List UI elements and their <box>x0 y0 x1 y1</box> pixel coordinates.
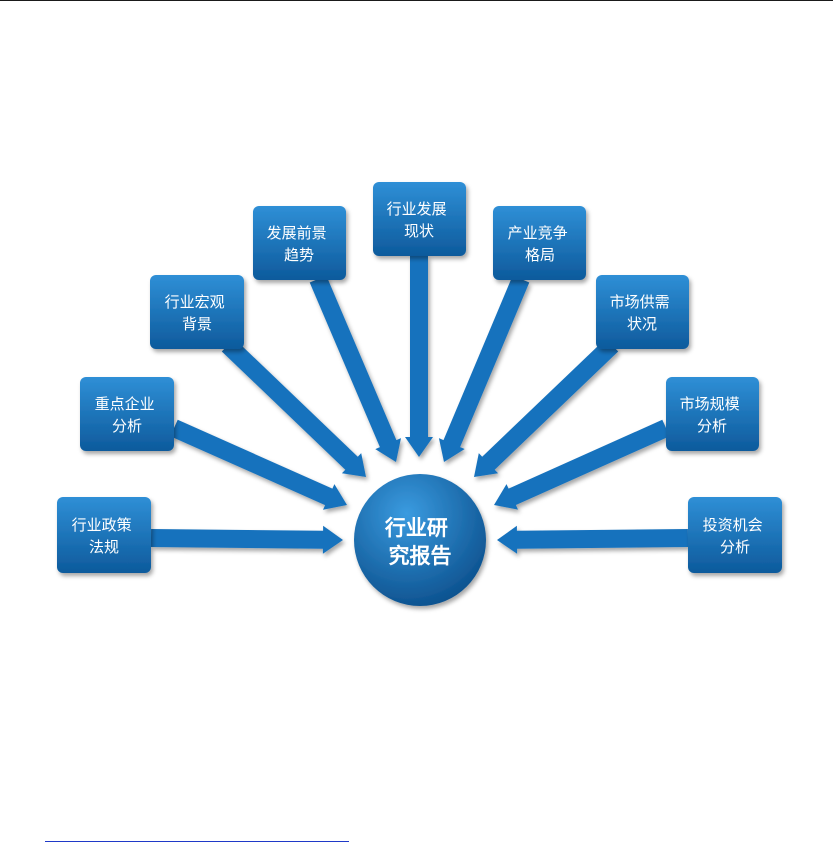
node-investment-box <box>688 497 782 573</box>
node-policy: 行业政策 法规 <box>57 497 151 573</box>
hub: 行业研 究报告 <box>354 474 486 606</box>
hub-line-1: 行业研 <box>384 516 448 540</box>
node-supply-line-2: 状况 <box>627 315 657 333</box>
node-supply-line-1: 市场供需 <box>610 293 670 311</box>
node-enterprises-box <box>80 377 174 451</box>
node-enterprises-line-2: 分析 <box>112 417 142 435</box>
node-competition-line-2: 格局 <box>525 246 555 264</box>
node-macro-box <box>150 275 244 349</box>
node-investment: 投资机会 分析 <box>688 497 782 573</box>
node-prospects-line-1: 发展前景 <box>267 224 327 242</box>
arrow-policy <box>151 526 343 554</box>
node-competition-line-1: 产业竞争 <box>508 224 568 242</box>
node-macro: 行业宏观 背景 <box>150 275 244 349</box>
node-competition-box <box>493 206 586 280</box>
node-scale: 市场规模 分析 <box>666 377 759 451</box>
node-scale-line-2: 分析 <box>697 417 727 435</box>
bottom-link-underline <box>45 841 349 842</box>
arrow-status <box>405 256 433 457</box>
node-scale-line-1: 市场规模 <box>680 395 740 413</box>
node-status-line-2: 现状 <box>404 222 434 240</box>
node-status: 行业发展 现状 <box>373 182 466 256</box>
node-policy-line-1: 行业政策 <box>72 516 132 534</box>
node-prospects-line-2: 趋势 <box>284 246 314 264</box>
node-macro-line-2: 背景 <box>182 315 212 333</box>
node-investment-line-1: 投资机会 <box>703 516 763 534</box>
node-scale-box <box>666 377 759 451</box>
node-policy-line-2: 法规 <box>89 538 119 556</box>
node-supply-box <box>596 275 689 349</box>
node-status-box <box>373 182 466 256</box>
node-prospects-box <box>253 206 346 280</box>
arrow-investment <box>497 526 688 554</box>
node-macro-line-1: 行业宏观 <box>165 293 225 311</box>
hub-line-2: 究报告 <box>389 544 452 568</box>
hub-circle <box>354 474 486 606</box>
node-enterprises-line-1: 重点企业 <box>95 395 155 413</box>
node-status-line-1: 行业发展 <box>387 200 447 218</box>
node-prospects: 发展前景 趋势 <box>253 206 346 280</box>
node-enterprises: 重点企业 分析 <box>80 377 174 451</box>
node-policy-box <box>57 497 151 573</box>
node-competition: 产业竞争 格局 <box>493 206 586 280</box>
node-supply: 市场供需 状况 <box>596 275 689 349</box>
node-investment-line-2: 分析 <box>720 538 750 556</box>
